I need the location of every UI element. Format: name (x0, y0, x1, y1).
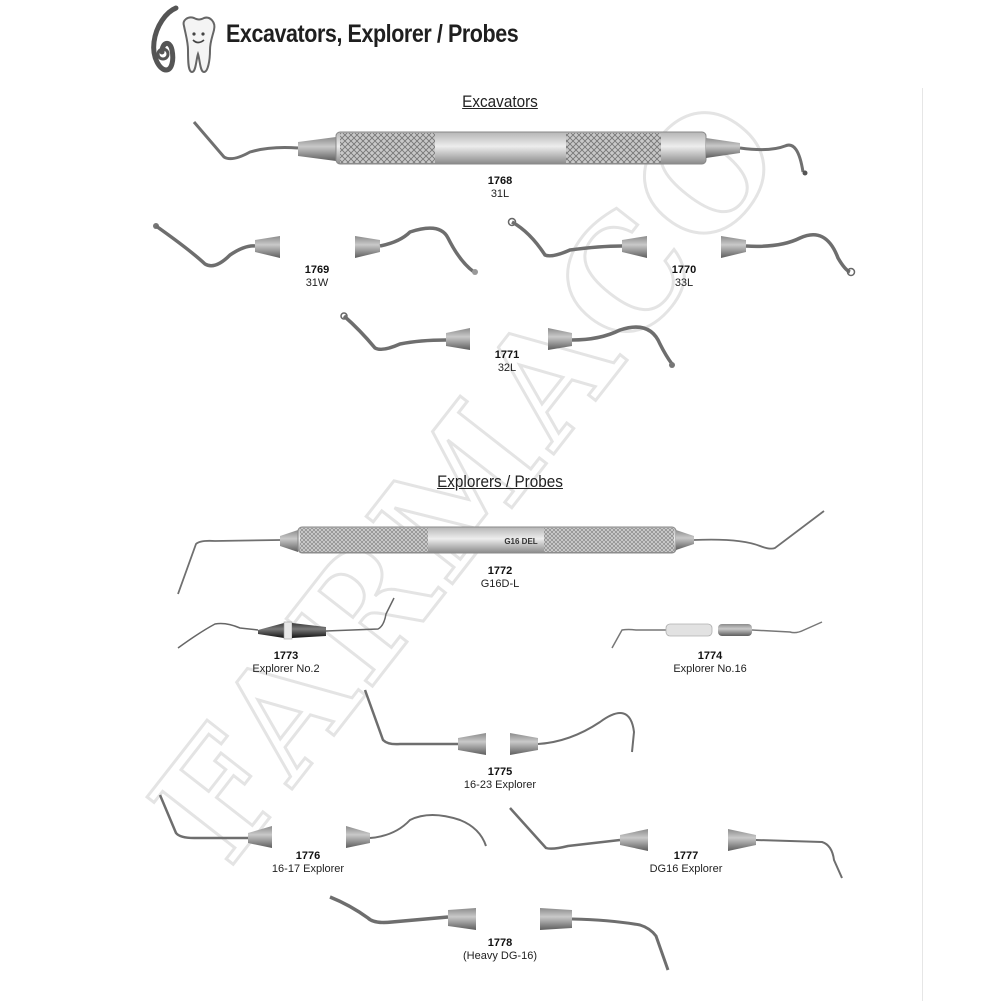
instrument-1768 (192, 121, 808, 176)
label-1771: 1771 32L (467, 349, 547, 375)
label-1775: 1775 16-23 Explorer (450, 766, 550, 792)
excavators-heading: Excavators (462, 92, 538, 111)
label-1777: 1777 DG16 Explorer (636, 850, 736, 876)
item-code: 1776 (295, 850, 321, 862)
item-name: 31L (490, 188, 510, 200)
item-code: 1769 (304, 264, 330, 276)
label-1770: 1770 33L (644, 264, 724, 290)
page-title: Excavators, Explorer / Probes (226, 20, 519, 48)
item-name: Explorer No.16 (673, 663, 747, 675)
label-1769: 1769 31W (277, 264, 357, 290)
item-code: 1770 (671, 264, 697, 276)
label-1772: 1772 G16D-L (460, 565, 540, 591)
item-name: DG16 Explorer (649, 863, 723, 875)
tooth-logo-icon (151, 5, 216, 74)
page-edge-divider (922, 88, 923, 1001)
item-code: 1771 (494, 349, 520, 361)
item-name: G16D-L (480, 578, 520, 590)
label-1773: 1773 Explorer No.2 (236, 650, 336, 676)
instrument-1773 (177, 597, 395, 649)
label-1778: 1778 (Heavy DG-16) (450, 937, 550, 963)
item-name: Explorer No.2 (252, 663, 320, 675)
item-name: 16-23 Explorer (463, 779, 537, 791)
explorers-heading: Explorers / Probes (437, 472, 563, 491)
label-1776: 1776 16-17 Explorer (258, 850, 358, 876)
item-name: (Heavy DG-16) (463, 950, 537, 962)
item-code: 1774 (697, 650, 723, 662)
instrument-1772: G16 DEL (177, 510, 825, 595)
instrument-1771 (340, 312, 675, 368)
instrument-1775 (363, 689, 636, 755)
instrument-1776 (158, 794, 487, 848)
handle-engraving: G16 DEL (504, 537, 537, 546)
label-1768: 1768 31L (460, 175, 540, 201)
item-code: 1778 (487, 937, 513, 949)
item-name: 16-17 Explorer (271, 863, 345, 875)
instrument-1777 (509, 807, 843, 879)
item-code: 1777 (673, 850, 699, 862)
instrument-1770 (507, 217, 856, 277)
item-name: 32L (497, 362, 517, 374)
item-code: 1773 (273, 650, 299, 662)
instrument-1774 (611, 621, 823, 649)
item-name: 31W (305, 277, 329, 289)
item-code: 1775 (487, 766, 513, 778)
item-code: 1772 (487, 565, 513, 577)
instrument-1769 (153, 223, 478, 275)
instrument-1778 (329, 895, 670, 971)
item-name: 33L (674, 277, 694, 289)
item-code: 1768 (487, 175, 513, 187)
label-1774: 1774 Explorer No.16 (660, 650, 760, 676)
